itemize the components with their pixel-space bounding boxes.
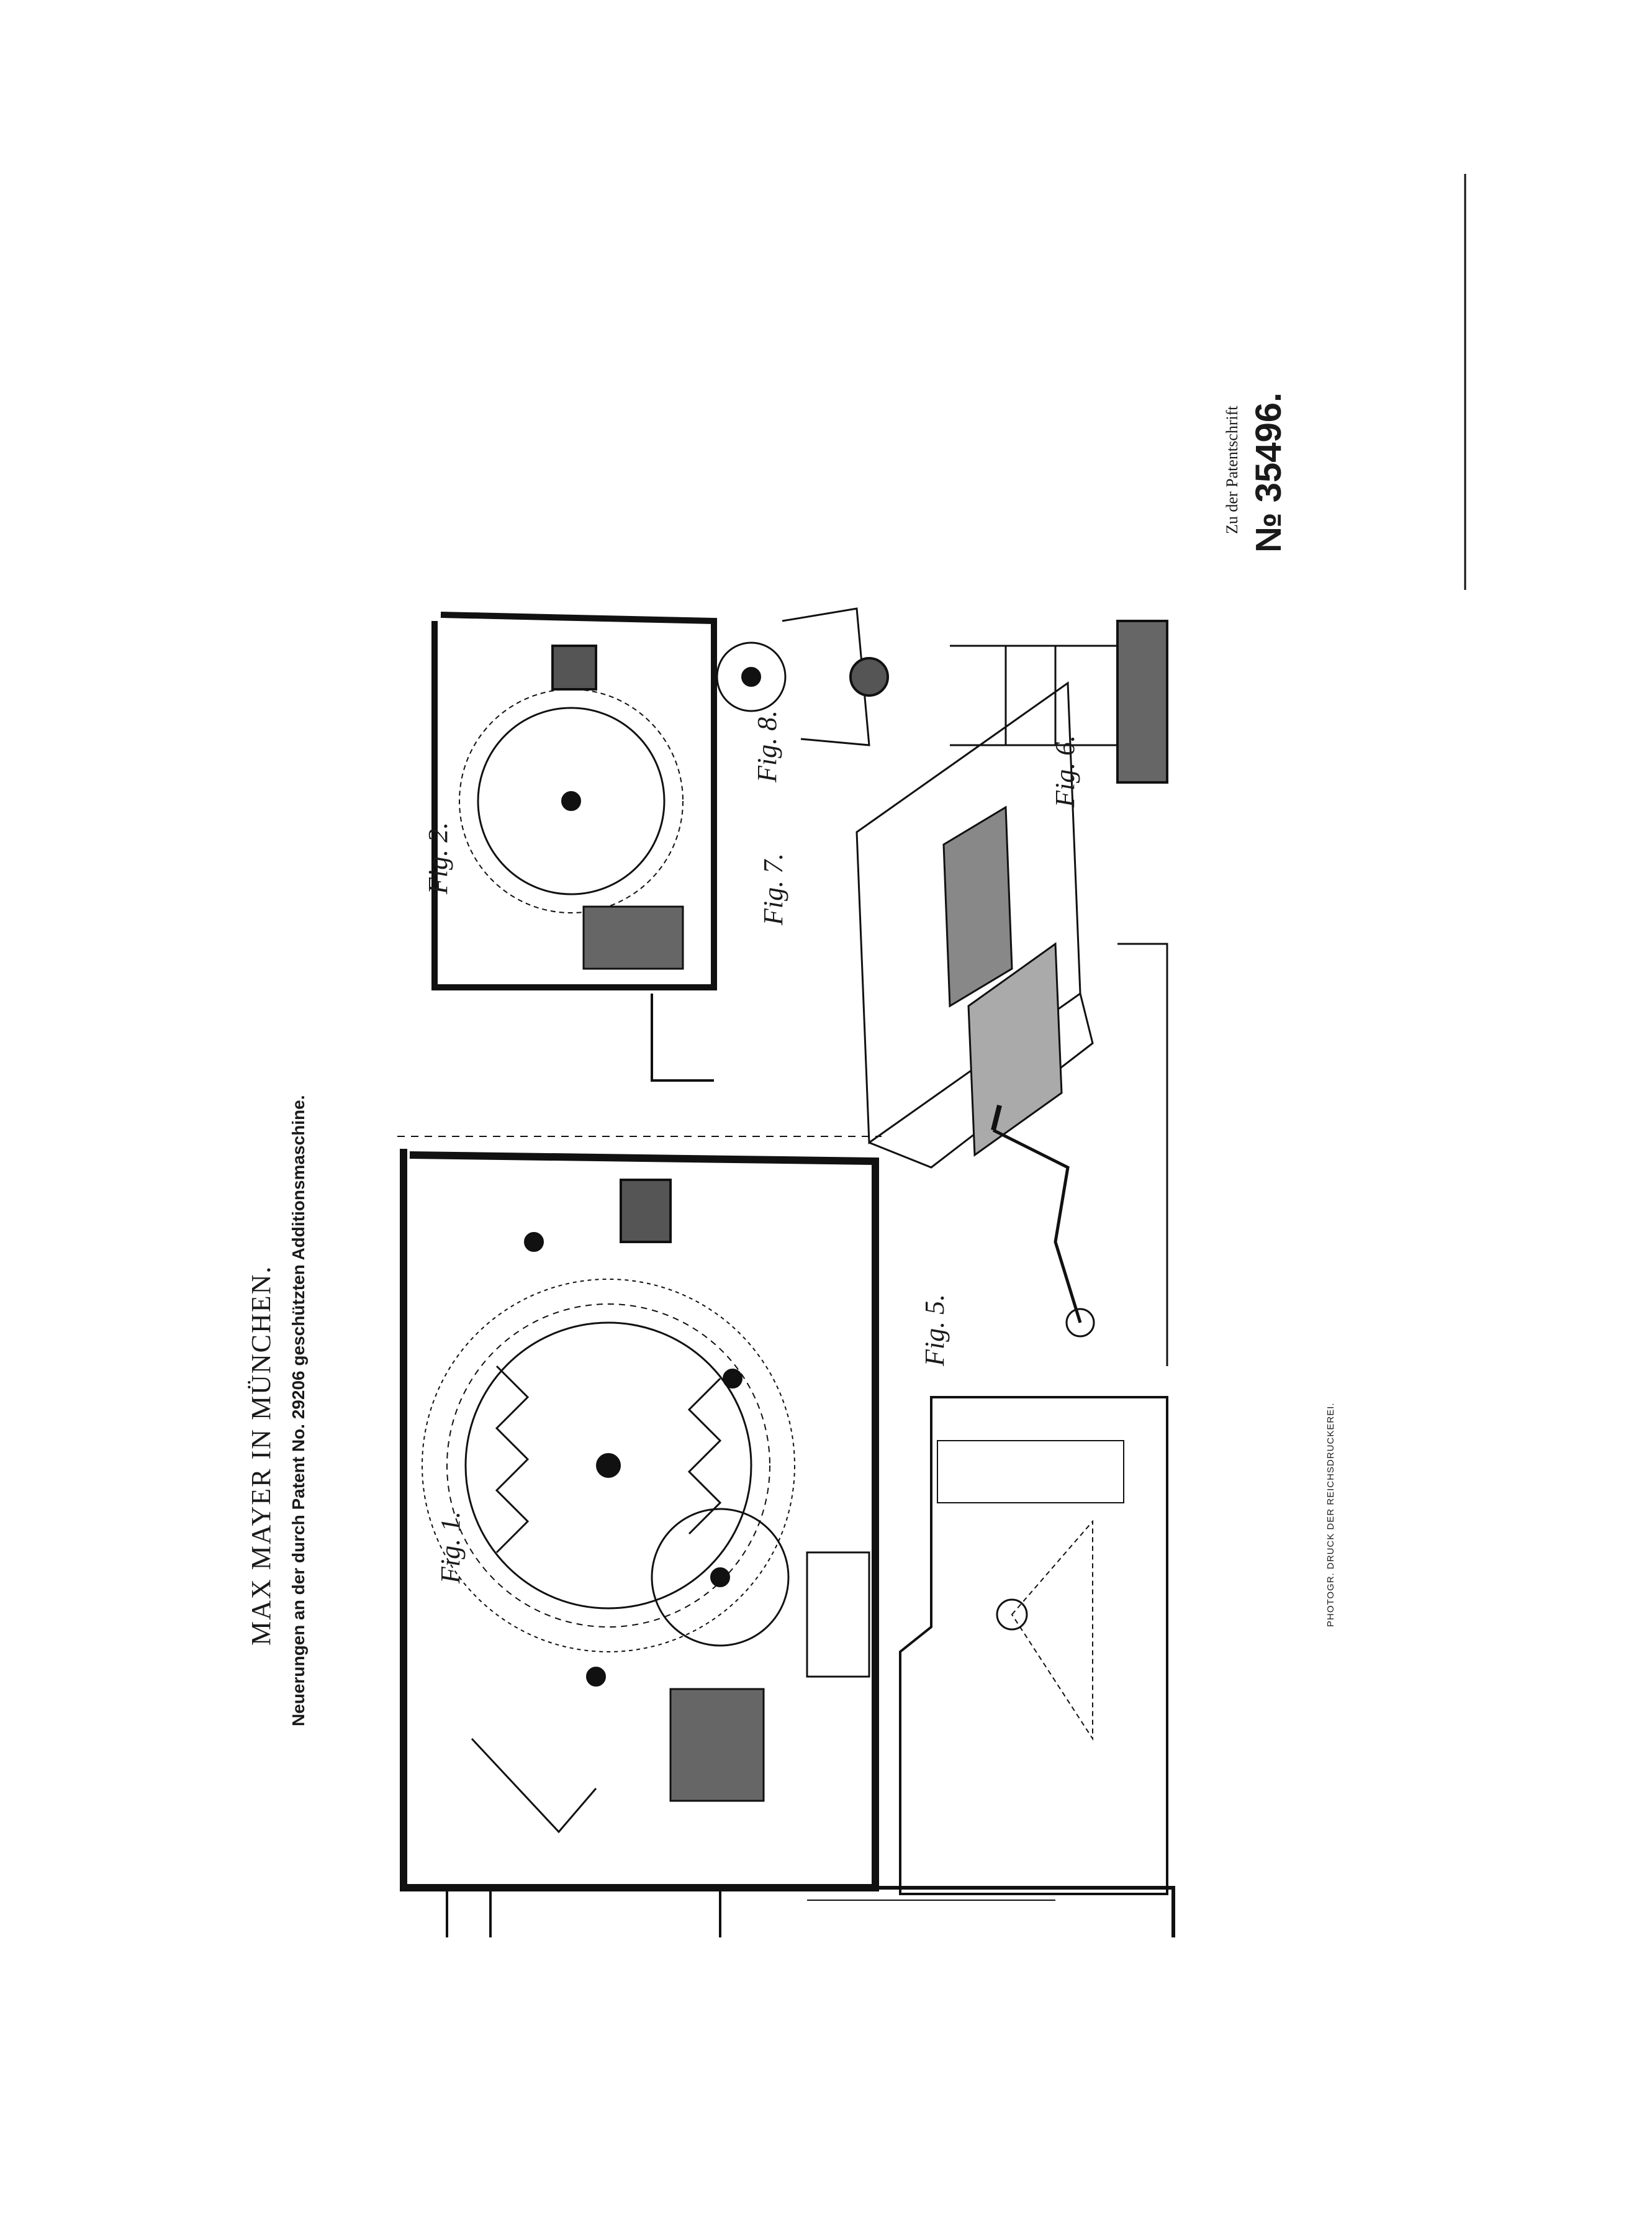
fig7-label: Fig. 7. bbox=[758, 853, 788, 925]
fig1-label: Fig. 1. bbox=[435, 1511, 466, 1583]
fig7-drawing bbox=[855, 681, 1094, 1169]
fig2-drawing bbox=[431, 612, 717, 1082]
printer-credit: PHOTOGR. DRUCK DER REICHSDRUCKEREI. bbox=[1325, 1402, 1336, 1627]
fig6-drawing bbox=[950, 620, 1168, 784]
fig8-label: Fig. 8. bbox=[752, 710, 782, 782]
fig5-label: Fig. 5. bbox=[919, 1293, 950, 1366]
page-title: MAX MAYER IN MÜNCHEN. bbox=[246, 1265, 276, 1646]
patent-number: № 35496. bbox=[1248, 392, 1289, 553]
fig8-drawing bbox=[716, 607, 889, 746]
bottom-partial-drawings bbox=[446, 1886, 1175, 1937]
page-subtitle: Neuerungen an der durch Patent No. 29206… bbox=[289, 1095, 308, 1726]
fig2-label: Fig. 2. bbox=[423, 822, 453, 894]
fig1-drawing bbox=[397, 1136, 882, 1891]
fig6-label: Fig. 6. bbox=[1050, 735, 1080, 807]
patent-ref-label: Zu der Patentschrift bbox=[1223, 405, 1241, 535]
fig5-drawing bbox=[899, 943, 1168, 1895]
